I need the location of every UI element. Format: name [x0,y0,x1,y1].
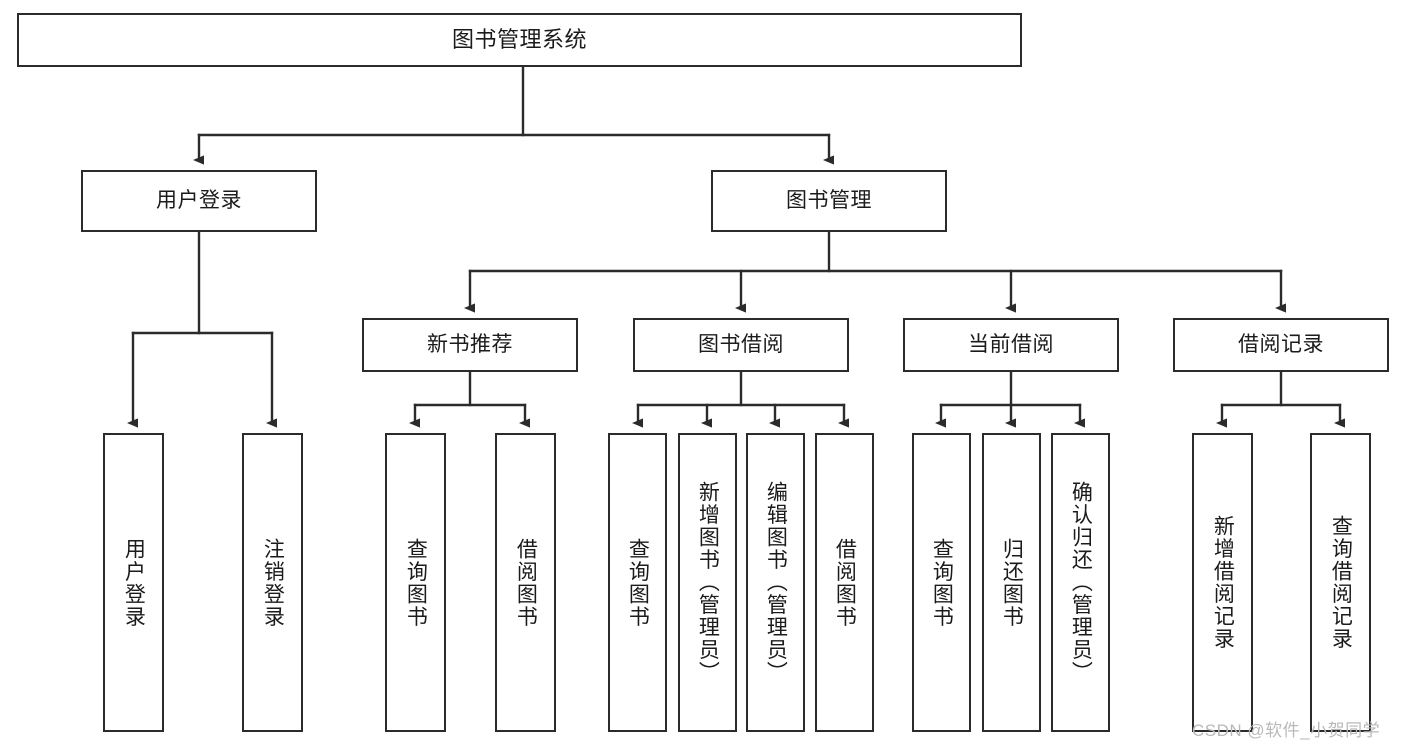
leaf-user-login-label: 用户登录 [122,537,146,628]
leaf-edit-book[interactable]: 编辑图书（管理员） [746,433,805,732]
leaf-borrow-book-2[interactable]: 借阅图书 [815,433,874,732]
leaf-query-book-2[interactable]: 查询图书 [608,433,667,732]
leaf-query-book-3[interactable]: 查询图书 [912,433,971,732]
leaf-user-logout-label: 注销登录 [261,537,285,628]
node-book-borrow-label: 图书借阅 [698,332,784,356]
node-user-login[interactable]: 用户登录 [81,170,317,232]
leaf-confirm-return[interactable]: 确认归还（管理员） [1051,433,1110,732]
node-new-book-recommend[interactable]: 新书推荐 [362,318,578,372]
leaf-return-book[interactable]: 归还图书 [982,433,1041,732]
leaf-query-book-1-label: 查询图书 [404,537,428,628]
leaf-borrow-book-2-label: 借阅图书 [833,537,857,628]
leaf-add-book-label: 新增图书（管理员） [696,481,720,684]
leaf-query-book-3-label: 查询图书 [930,537,954,628]
leaf-query-record[interactable]: 查询借阅记录 [1310,433,1371,732]
node-borrow-record[interactable]: 借阅记录 [1173,318,1389,372]
leaf-query-record-label: 查询借阅记录 [1329,515,1353,650]
node-root[interactable]: 图书管理系统 [17,13,1022,67]
node-borrow-record-label: 借阅记录 [1238,332,1324,356]
leaf-user-logout[interactable]: 注销登录 [242,433,303,732]
node-book-manage-label: 图书管理 [786,188,872,212]
leaf-add-book[interactable]: 新增图书（管理员） [678,433,737,732]
node-user-login-label: 用户登录 [156,188,242,212]
node-new-book-recommend-label: 新书推荐 [427,332,513,356]
leaf-add-record-label: 新增借阅记录 [1211,515,1235,650]
leaf-confirm-return-label: 确认归还（管理员） [1069,481,1093,684]
node-current-borrow[interactable]: 当前借阅 [903,318,1119,372]
leaf-add-record[interactable]: 新增借阅记录 [1192,433,1253,732]
leaf-return-book-label: 归还图书 [1000,537,1024,628]
leaf-user-login[interactable]: 用户登录 [103,433,164,732]
node-root-label: 图书管理系统 [451,27,587,53]
leaf-query-book-2-label: 查询图书 [626,537,650,628]
node-book-manage[interactable]: 图书管理 [711,170,947,232]
node-book-borrow[interactable]: 图书借阅 [633,318,849,372]
leaf-edit-book-label: 编辑图书（管理员） [764,481,788,684]
leaf-borrow-book-1[interactable]: 借阅图书 [495,433,556,732]
leaf-borrow-book-1-label: 借阅图书 [514,537,538,628]
node-current-borrow-label: 当前借阅 [968,332,1054,356]
leaf-query-book-1[interactable]: 查询图书 [385,433,446,732]
